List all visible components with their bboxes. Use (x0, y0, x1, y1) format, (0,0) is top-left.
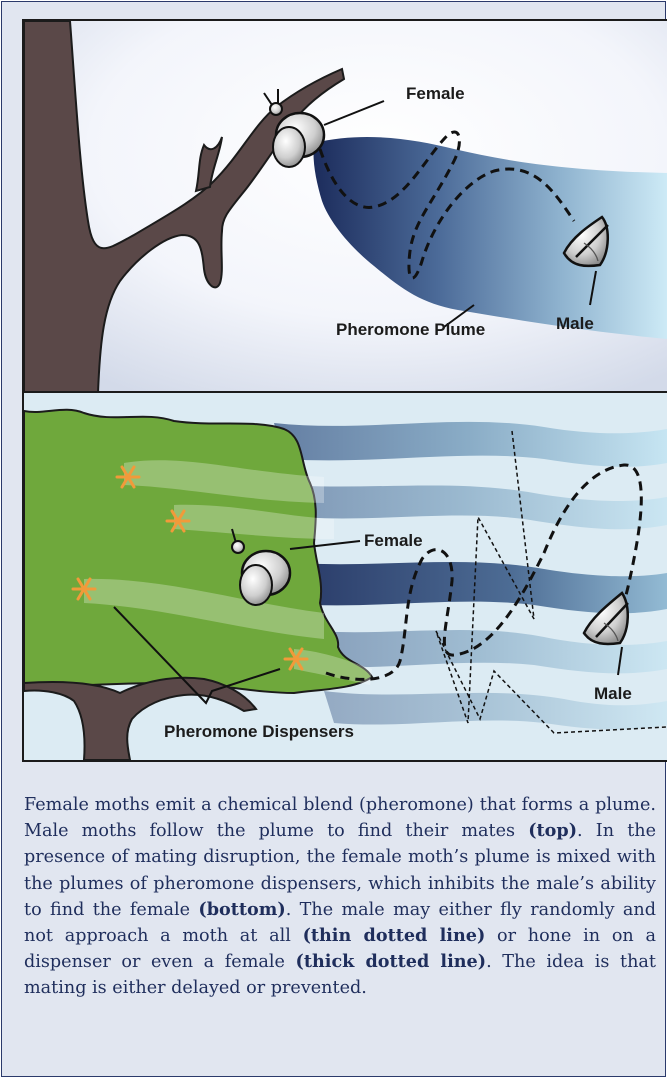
dispensers-label: Pheromone Dispensers (164, 722, 354, 741)
bottom-female-label: Female (364, 531, 423, 550)
bottom-panel: Female Male Pheromone Dispensers (22, 391, 667, 762)
top-male-label: Male (556, 314, 594, 333)
top-panel: Female Male Pheromone Plume (22, 19, 667, 395)
bottom-panel-illustration: Female Male Pheromone Dispensers (24, 393, 667, 760)
top-female-label: Female (406, 84, 465, 103)
caption-emphasis: (bottom) (198, 899, 285, 920)
caption-emphasis: (top) (528, 820, 577, 841)
caption-emphasis: (thick dotted line) (296, 951, 487, 972)
top-panel-illustration: Female Male Pheromone Plume (24, 21, 667, 393)
figure-caption: Female moths emit a chemical blend (pher… (24, 792, 656, 1002)
caption-emphasis: (thin dotted line) (303, 925, 486, 946)
bottom-male-label: Male (594, 684, 632, 703)
top-plume-label: Pheromone Plume (336, 320, 485, 339)
